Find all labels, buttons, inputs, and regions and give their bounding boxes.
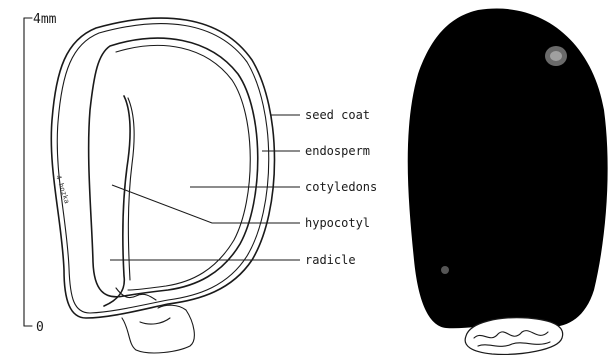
- embryo-axis: [104, 96, 130, 306]
- seed-coat-label: seed coat: [305, 108, 370, 122]
- scale-bar: 4mm 0: [24, 12, 57, 335]
- hypocotyl-label: hypocotyl: [305, 216, 370, 230]
- seed-coat-outline: [51, 18, 274, 318]
- embryo-axis-inner: [128, 98, 134, 280]
- hypocotyl-leader: [112, 185, 300, 223]
- endosperm-label: endosperm: [305, 144, 370, 158]
- endosperm-outline: [89, 38, 258, 297]
- whole-seed-spot: [441, 266, 449, 274]
- whole-seed-highlight-core: [550, 51, 562, 61]
- seed-section: 4 hozka seed coat endosperm cotyledons h…: [51, 18, 377, 353]
- whole-seed: [408, 8, 608, 354]
- whole-seed-body: [408, 8, 608, 328]
- cotyledon-outline: [116, 45, 250, 290]
- hilum-stalk-detail: [140, 318, 170, 324]
- cotyledons-label: cotyledons: [305, 180, 377, 194]
- radicle-label: radicle: [305, 253, 356, 267]
- scale-top-label: 4mm: [33, 12, 57, 27]
- scale-bottom-label: 0: [36, 320, 44, 335]
